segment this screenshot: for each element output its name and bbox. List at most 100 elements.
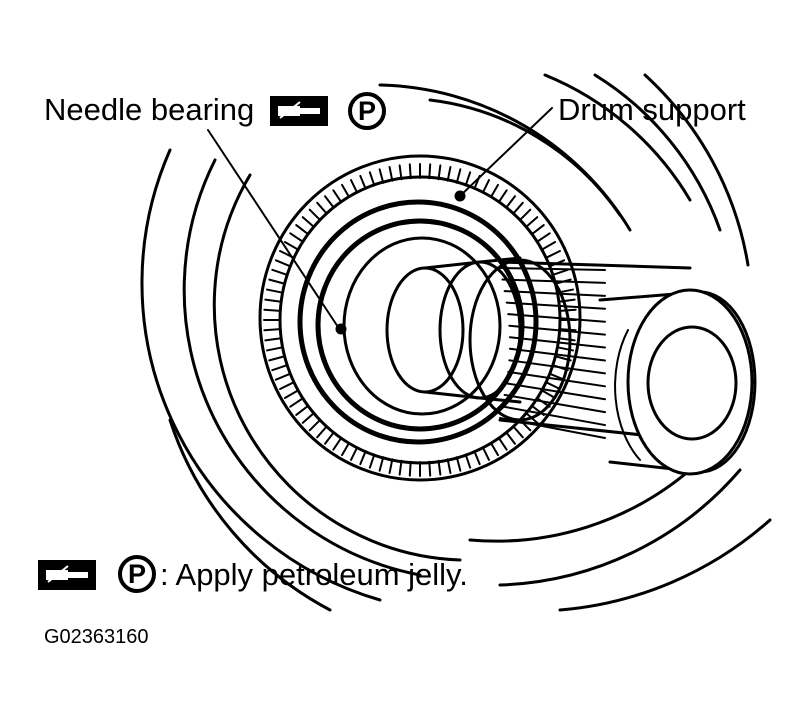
needle-roller-tick bbox=[289, 397, 303, 408]
needle-roller-tick bbox=[271, 364, 287, 372]
spline-line bbox=[508, 359, 606, 375]
needle-roller-tick bbox=[283, 241, 299, 250]
needle-roller-tick bbox=[512, 201, 524, 215]
needle-roller-tick bbox=[559, 337, 576, 342]
shaft-end-face bbox=[626, 288, 754, 476]
needle-roller-tick bbox=[546, 250, 561, 259]
needle-roller-tick bbox=[531, 224, 545, 235]
needle-roller-tick bbox=[316, 425, 328, 439]
needle-roller-tick bbox=[560, 308, 577, 312]
needle-roller-tick bbox=[408, 163, 412, 180]
needle-roller-tick bbox=[308, 208, 321, 221]
needle-roller-tick bbox=[324, 195, 335, 209]
needle-roller-tick bbox=[490, 183, 499, 199]
housing-arc-3 bbox=[212, 173, 462, 562]
needle-roller-tick bbox=[428, 460, 432, 477]
spline-line bbox=[508, 324, 606, 336]
legend-p-icon: P bbox=[118, 555, 156, 593]
spline-line bbox=[501, 278, 606, 284]
needle-roller-tick bbox=[505, 431, 516, 445]
needle-roller-tick bbox=[464, 171, 472, 187]
needle-roller-tick bbox=[398, 164, 403, 181]
needle-roller-tick bbox=[519, 208, 532, 221]
needle-roller-tick bbox=[455, 456, 462, 472]
needle-roller-tick bbox=[541, 241, 557, 250]
needle-roller-tick bbox=[295, 405, 309, 416]
spline-line bbox=[503, 290, 606, 297]
needle-roller-tick bbox=[301, 412, 315, 424]
drum-support-outer-ring bbox=[258, 154, 582, 482]
needle-roller-tick bbox=[481, 446, 490, 461]
needle-bearing-label: Needle bearing bbox=[44, 92, 255, 127]
spline-line bbox=[507, 313, 606, 323]
needle-roller-tick bbox=[341, 441, 350, 457]
needle-roller-tick bbox=[359, 174, 367, 190]
needle-roller-tick bbox=[505, 195, 516, 209]
needle-roller-tick bbox=[268, 355, 284, 362]
needle-roller-tick bbox=[368, 453, 376, 469]
drum-support-leader-dot bbox=[454, 190, 466, 202]
needle-roller-tick bbox=[550, 373, 566, 381]
housing-arc-6 bbox=[543, 73, 692, 202]
needle-roller-tick bbox=[428, 163, 432, 180]
needle-roller-tick bbox=[388, 458, 394, 475]
spline-lines bbox=[499, 267, 606, 439]
needle-roller-tick bbox=[308, 419, 321, 432]
spline-shaft-end bbox=[468, 258, 572, 422]
needle-roller-tick bbox=[537, 232, 551, 243]
spline-shaft-top bbox=[498, 260, 692, 270]
housing-arc-8 bbox=[643, 73, 750, 267]
needle-roller-tick bbox=[497, 189, 508, 203]
shaft-end-outline bbox=[598, 290, 757, 474]
shaft-end-chamfer bbox=[614, 329, 641, 461]
needle-roller-tick bbox=[359, 450, 367, 466]
needle-roller-tick bbox=[268, 278, 284, 285]
housing-arc-10 bbox=[498, 468, 742, 587]
needle-roller-tick bbox=[378, 168, 385, 184]
needle-roller-tick bbox=[408, 460, 412, 477]
needle-roller-tick bbox=[283, 390, 299, 399]
needle-roller-tick bbox=[546, 381, 561, 390]
needle-roller-tick bbox=[279, 381, 294, 390]
needle-roller-tick bbox=[341, 183, 350, 199]
spline-line bbox=[499, 417, 606, 439]
needle-roller-tick bbox=[446, 165, 452, 182]
shaft-step-1 bbox=[385, 266, 465, 394]
needle-roller-tick bbox=[274, 373, 290, 381]
spline-line bbox=[501, 405, 606, 427]
legend-grease-applicator-icon bbox=[38, 560, 96, 590]
needle-roller-tick bbox=[481, 179, 490, 194]
needle-roller-tick bbox=[553, 268, 569, 276]
needle-roller-tick bbox=[301, 216, 315, 228]
needle-roller-tick bbox=[264, 298, 281, 303]
drum-support-leader bbox=[459, 107, 553, 197]
needle-roller-tick bbox=[265, 288, 282, 294]
needle-roller-ticks bbox=[263, 163, 577, 477]
spline-line bbox=[507, 370, 606, 388]
needle-roller-tick bbox=[368, 171, 376, 187]
needle-roller-tick bbox=[388, 165, 394, 182]
shaft-step-2 bbox=[438, 260, 522, 400]
needle-roller-tick bbox=[464, 453, 472, 469]
needle-roller-tick bbox=[446, 458, 452, 475]
needle-roller-tick bbox=[274, 259, 290, 267]
needle-bearing-leader-dot bbox=[335, 323, 347, 335]
housing-arc-2 bbox=[182, 158, 422, 577]
needle-roller-tick bbox=[497, 437, 508, 451]
spline-line bbox=[505, 382, 606, 401]
needle-roller-tick bbox=[295, 224, 309, 235]
needle-roller-tick bbox=[350, 179, 359, 194]
spline-line bbox=[505, 301, 606, 310]
needle-roller-tick bbox=[350, 446, 359, 461]
needle-roller-tick bbox=[525, 216, 539, 228]
spline-line bbox=[508, 347, 606, 362]
needle-roller-tick bbox=[324, 431, 335, 445]
needle-roller-tick bbox=[263, 328, 280, 332]
shaft-end-bore bbox=[646, 325, 738, 441]
needle-roller-tick bbox=[541, 390, 557, 399]
needle-roller-tick bbox=[263, 308, 280, 312]
needle-roller-tick bbox=[316, 201, 328, 215]
needle-roller-tick bbox=[332, 437, 343, 451]
needle-roller-tick bbox=[271, 268, 287, 276]
needle-roller-tick bbox=[512, 425, 524, 439]
